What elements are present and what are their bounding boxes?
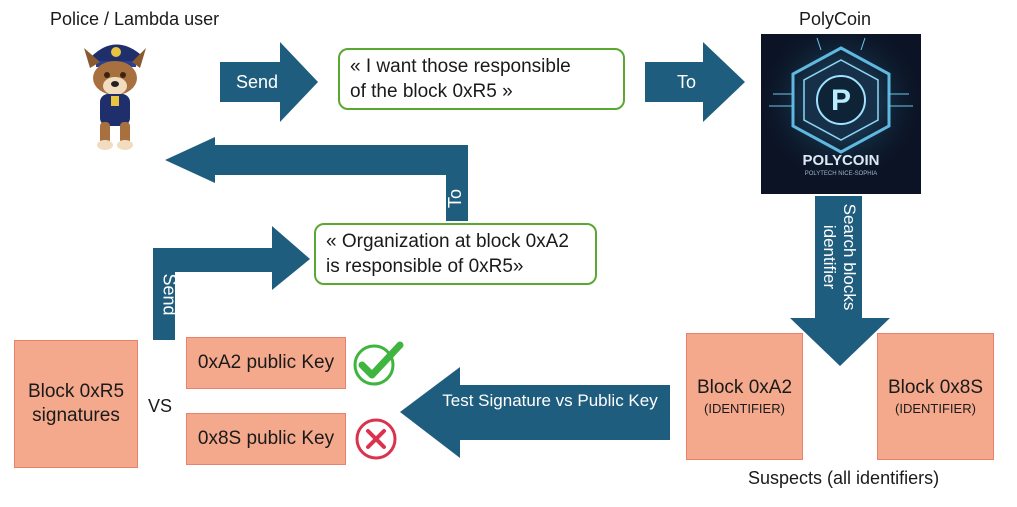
to-back-label: To — [445, 188, 466, 209]
send-arrow — [220, 42, 318, 122]
logo-word: POLYCOIN — [802, 152, 880, 169]
request-line2: of the block 0xR5 » — [350, 81, 513, 102]
send-left-label: Send — [159, 273, 180, 316]
key-a2-label: 0xA2 public Key — [197, 352, 335, 373]
suspect-a2-tag: (IDENTIFIER) — [704, 400, 785, 416]
block-signatures-box: Block 0xR5 signatures — [14, 340, 138, 468]
police-dog-avatar — [80, 34, 150, 152]
test-label: Test Signature vs Public Key — [442, 391, 658, 410]
response-bubble: « Organization at block 0xA2 is responsi… — [314, 223, 597, 285]
key-8s-label: 0x8S public Key — [197, 428, 335, 449]
polycoin-logo: P POLYCOIN POLYTECH NICE-SOPHIA — [761, 34, 921, 194]
logo-tagline: POLYTECH NICE-SOPHIA — [804, 171, 878, 177]
send-label: Send — [236, 72, 279, 92]
search-label: Search blocks identifier — [820, 203, 859, 311]
suspect-a2-name: Block 0xA2 — [696, 376, 793, 398]
key-8s-box: 0x8S public Key — [186, 413, 346, 465]
logo-letter: P — [831, 84, 851, 117]
response-line1: « Organization at block 0xA2 — [326, 231, 569, 252]
send-left-arrow — [153, 226, 310, 340]
to-polycoin-arrow — [645, 42, 745, 122]
suspect-8s-name: Block 0x8S — [887, 376, 984, 398]
polycoin-label: PolyCoin — [799, 9, 872, 29]
test-arrow — [400, 367, 670, 458]
search-label-wrap: Search blocks identifier — [791, 196, 887, 318]
check-icon — [352, 341, 406, 387]
suspect-8s-box: Block 0x8S (IDENTIFIER) — [877, 333, 994, 460]
search-arrow — [790, 196, 890, 366]
block-signatures-line1: Block 0xR5 — [27, 381, 125, 402]
suspect-a2-box: Block 0xA2 (IDENTIFIER) — [686, 333, 803, 460]
key-a2-box: 0xA2 public Key — [186, 337, 346, 389]
user-label: Police / Lambda user — [50, 9, 220, 29]
block-signatures-line2: signatures — [32, 405, 120, 426]
response-line2: is responsible of 0xR5» — [326, 256, 524, 277]
cross-icon — [354, 417, 398, 461]
to-user-arrow — [165, 137, 468, 221]
to-label: To — [677, 72, 697, 92]
vs-label: VS — [148, 396, 173, 416]
suspects-label: Suspects (all identifiers) — [748, 468, 940, 488]
suspect-8s-tag: (IDENTIFIER) — [895, 400, 976, 416]
request-line1: « I want those responsible — [350, 56, 571, 77]
request-bubble: « I want those responsible of the block … — [338, 48, 625, 110]
